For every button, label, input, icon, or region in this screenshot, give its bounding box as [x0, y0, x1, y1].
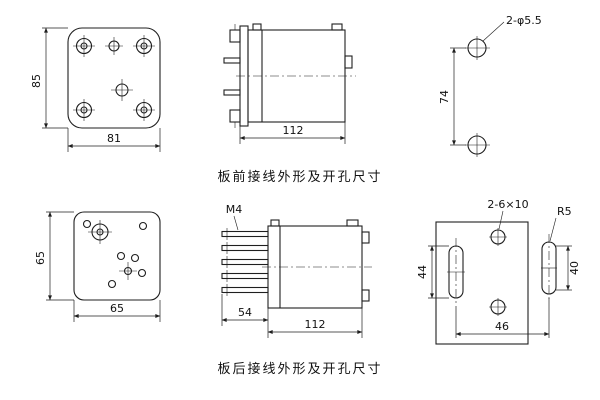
corner-screw [133, 35, 155, 57]
dim-46-label: 46 [495, 320, 509, 333]
dim-pin-length: 54 [221, 294, 269, 338]
terminal-pin [137, 268, 147, 278]
top-drill-view: 2-φ5.5 [465, 14, 542, 157]
hole-callout-label: 2-φ5.5 [506, 14, 542, 27]
terminal-pin [130, 253, 140, 263]
bottom-side-view: M4 [221, 203, 372, 309]
dim-65h-label: 65 [110, 302, 124, 315]
terminal-pins [221, 228, 269, 296]
dim-hole-spacing: 74 [438, 47, 466, 146]
top-side-view [223, 23, 356, 128]
dim-rear-height: 65 [34, 211, 74, 301]
top-knob [346, 219, 359, 227]
dim-81-label: 81 [107, 132, 121, 145]
dim-front-width: 81 [67, 128, 161, 152]
terminal-pin [107, 279, 117, 289]
side-tab [361, 289, 370, 302]
dim-bottom-depth: 112 [267, 308, 363, 338]
top-knob [252, 23, 262, 31]
dim-44-label: 44 [416, 265, 429, 279]
flange-outline [67, 27, 161, 129]
top-knob [270, 219, 280, 227]
mounting-tab-top [229, 29, 241, 43]
caption-front-wiring: 板前接线外形及开孔尺寸 [217, 169, 382, 185]
bottom-drill-view: 2-6×10 R5 [435, 198, 572, 345]
dim-rear-width: 65 [73, 300, 161, 322]
terminal-stub [223, 57, 241, 64]
panel-outline [435, 221, 529, 345]
dim-112-bottom-label: 112 [305, 318, 326, 331]
dim-slot-spacing: 46 [455, 298, 550, 338]
dim-slot-height-left: 44 [416, 245, 449, 299]
dim-65v-label: 65 [34, 251, 47, 265]
thread-label: M4 [226, 203, 243, 216]
slot-callout-label: 2-6×10 [487, 198, 528, 211]
top-center-hole [105, 37, 123, 55]
leader-line [482, 21, 505, 42]
top-knob [331, 23, 343, 31]
dim-54-label: 54 [238, 306, 252, 319]
center-hole [111, 79, 133, 101]
leader-line [549, 217, 557, 242]
dim-112-top-label: 112 [283, 124, 304, 137]
guide-post [88, 220, 112, 244]
radius-callout-label: R5 [557, 205, 572, 218]
terminal-pin [116, 251, 126, 261]
terminal-stub [223, 89, 241, 96]
dim-74-label: 74 [438, 90, 451, 104]
side-tab [361, 231, 370, 244]
leader-line [233, 215, 239, 231]
dim-40-label: 40 [568, 261, 581, 275]
case-outline [73, 211, 161, 301]
dim-slot-height-right: 40 [556, 245, 581, 291]
mounting-tab-bottom [229, 109, 241, 123]
corner-screw [133, 99, 155, 121]
dim-top-depth: 112 [239, 122, 346, 144]
caption-rear-wiring: 板后接线外形及开孔尺寸 [217, 361, 382, 377]
terminal-pin [138, 221, 148, 231]
dim-85-label: 85 [30, 74, 43, 88]
bottom-rear-view [73, 211, 161, 301]
top-front-view [67, 27, 161, 129]
terminal-pin [82, 219, 92, 229]
corner-screw [73, 35, 95, 57]
dim-front-height: 85 [30, 27, 68, 129]
leader-line [498, 210, 504, 230]
side-tab [344, 55, 353, 69]
corner-screw [73, 99, 95, 121]
